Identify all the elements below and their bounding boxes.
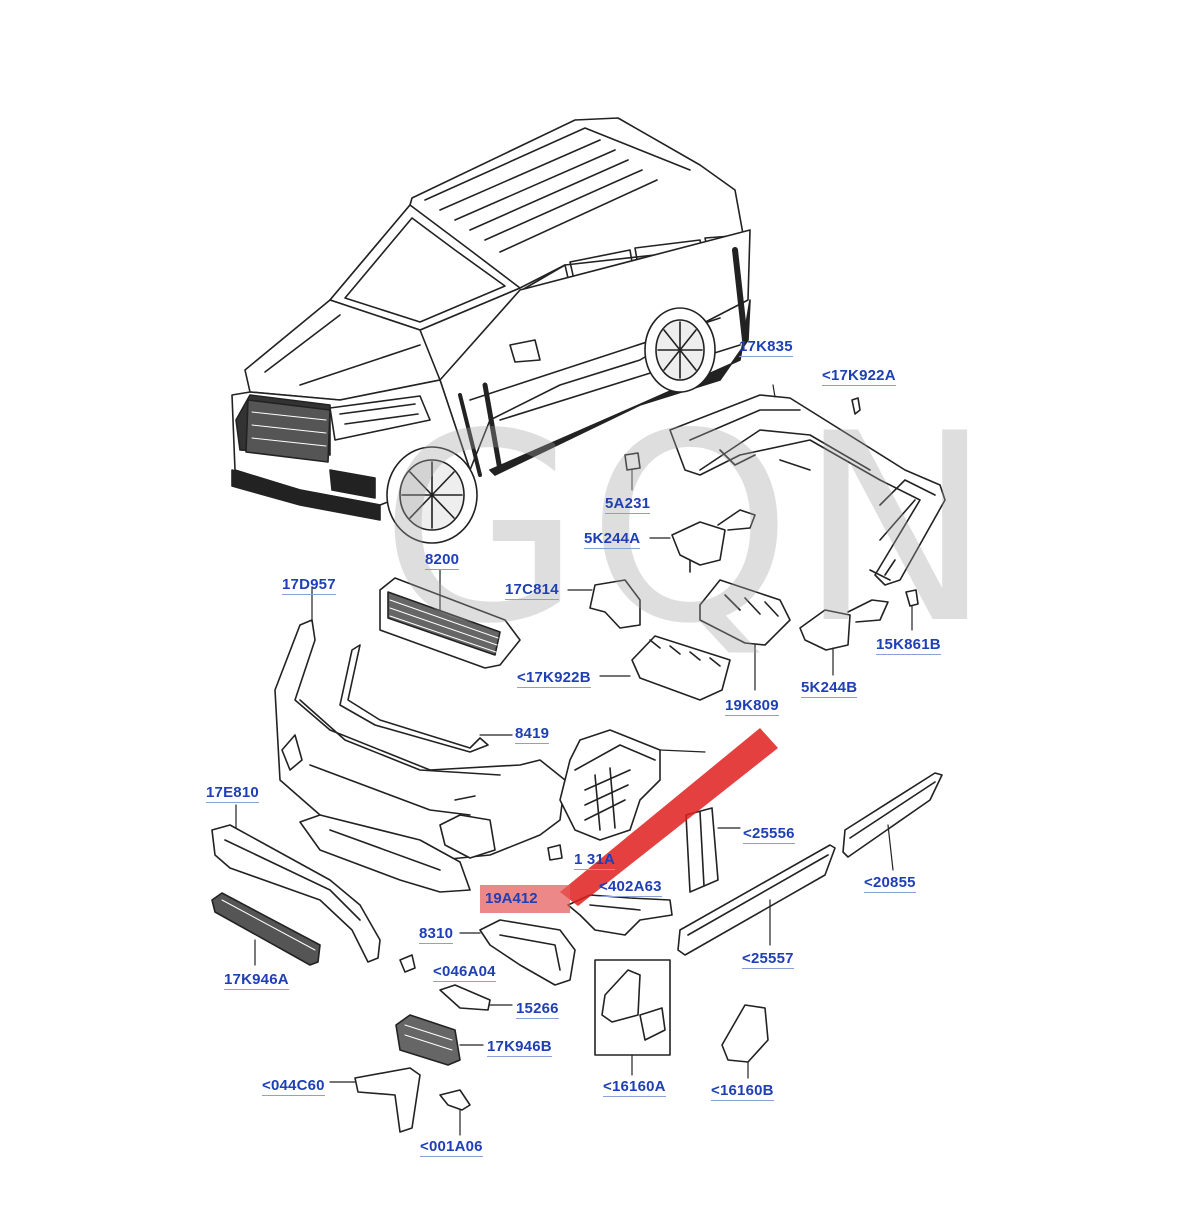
part-label-15266: 15266 — [516, 1000, 559, 1019]
part-label-17k946b: 17K946B — [487, 1038, 552, 1057]
bracket-17c814 — [589, 579, 641, 629]
part-label-5k244a: 5K244A — [584, 530, 641, 549]
part-label-17k922a: <17K922A — [822, 367, 896, 386]
trim-8419 — [339, 644, 489, 753]
part-label-17k946a: 17K946A — [224, 971, 289, 990]
part-label-16160b: <16160B — [711, 1082, 774, 1101]
support-17e810 — [211, 804, 381, 963]
vehicle-outline — [231, 117, 751, 544]
trim-044c60 — [329, 1067, 421, 1133]
part-label-17d957: 17D957 — [282, 576, 336, 595]
mudflap-16160b — [721, 1004, 769, 1063]
bracket-8310 — [459, 919, 576, 986]
part-label-5k244b: 5K244B — [801, 679, 858, 698]
sill-20855 — [842, 772, 943, 871]
part-label-17e810: 17E810 — [206, 784, 259, 803]
part-label-001a06: <001A06 — [420, 1138, 483, 1157]
clip-17k922a — [851, 397, 861, 415]
part-label-15k861b: 15K861B — [876, 636, 941, 655]
rear-lamp-5k244a — [649, 509, 756, 573]
part-label-044c60: <044C60 — [262, 1077, 325, 1096]
part-label-046a04: <046A04 — [433, 963, 496, 982]
part-label-8200: 8200 — [425, 551, 460, 570]
highlight-arrow — [560, 728, 778, 906]
mudflap-16160a — [594, 959, 671, 1076]
front-bumper-17d957 — [274, 587, 566, 861]
part-label-19k809: 19K809 — [725, 697, 779, 716]
clip-046a04 — [399, 954, 416, 973]
highlight-box — [480, 885, 570, 913]
bracket-17k922b — [599, 635, 731, 701]
shield-19k809 — [699, 579, 791, 691]
part-label-25556: <25556 — [743, 825, 795, 844]
part-label-17c814: 17C814 — [505, 581, 559, 600]
mesh-17k946a — [211, 892, 321, 966]
rear-bumper — [669, 384, 946, 586]
watermark: GQN — [380, 379, 999, 681]
part-label-17k835: 17K835 — [739, 338, 793, 357]
part-label-25557: <25557 — [742, 950, 794, 969]
highlighted-part-label: 19A412 — [485, 890, 538, 907]
part-label-402a63: <402A63 — [599, 878, 662, 897]
part-label-17k922b: <17K922B — [517, 669, 591, 688]
part-label-2bb1a: 1 31A — [574, 851, 616, 870]
sill-25557 — [677, 844, 836, 956]
clip-001a06 — [439, 1089, 471, 1136]
part-label-5a231: 5A231 — [605, 495, 651, 514]
front-grille-8200 — [379, 569, 521, 669]
trim-25556 — [685, 807, 741, 893]
part-label-8419: 8419 — [515, 725, 550, 744]
mesh-17k946b — [395, 1014, 484, 1066]
part-label-8310: 8310 — [419, 925, 454, 944]
clip-15k861b — [905, 589, 919, 607]
rear-lamp-5k244b — [799, 599, 889, 676]
bracket-15266 — [439, 984, 491, 1011]
part-5a231 — [624, 452, 641, 471]
part-label-16160a: <16160A — [603, 1078, 666, 1097]
part-label-20855: <20855 — [864, 874, 916, 893]
wheel-arch-liner — [559, 729, 706, 841]
